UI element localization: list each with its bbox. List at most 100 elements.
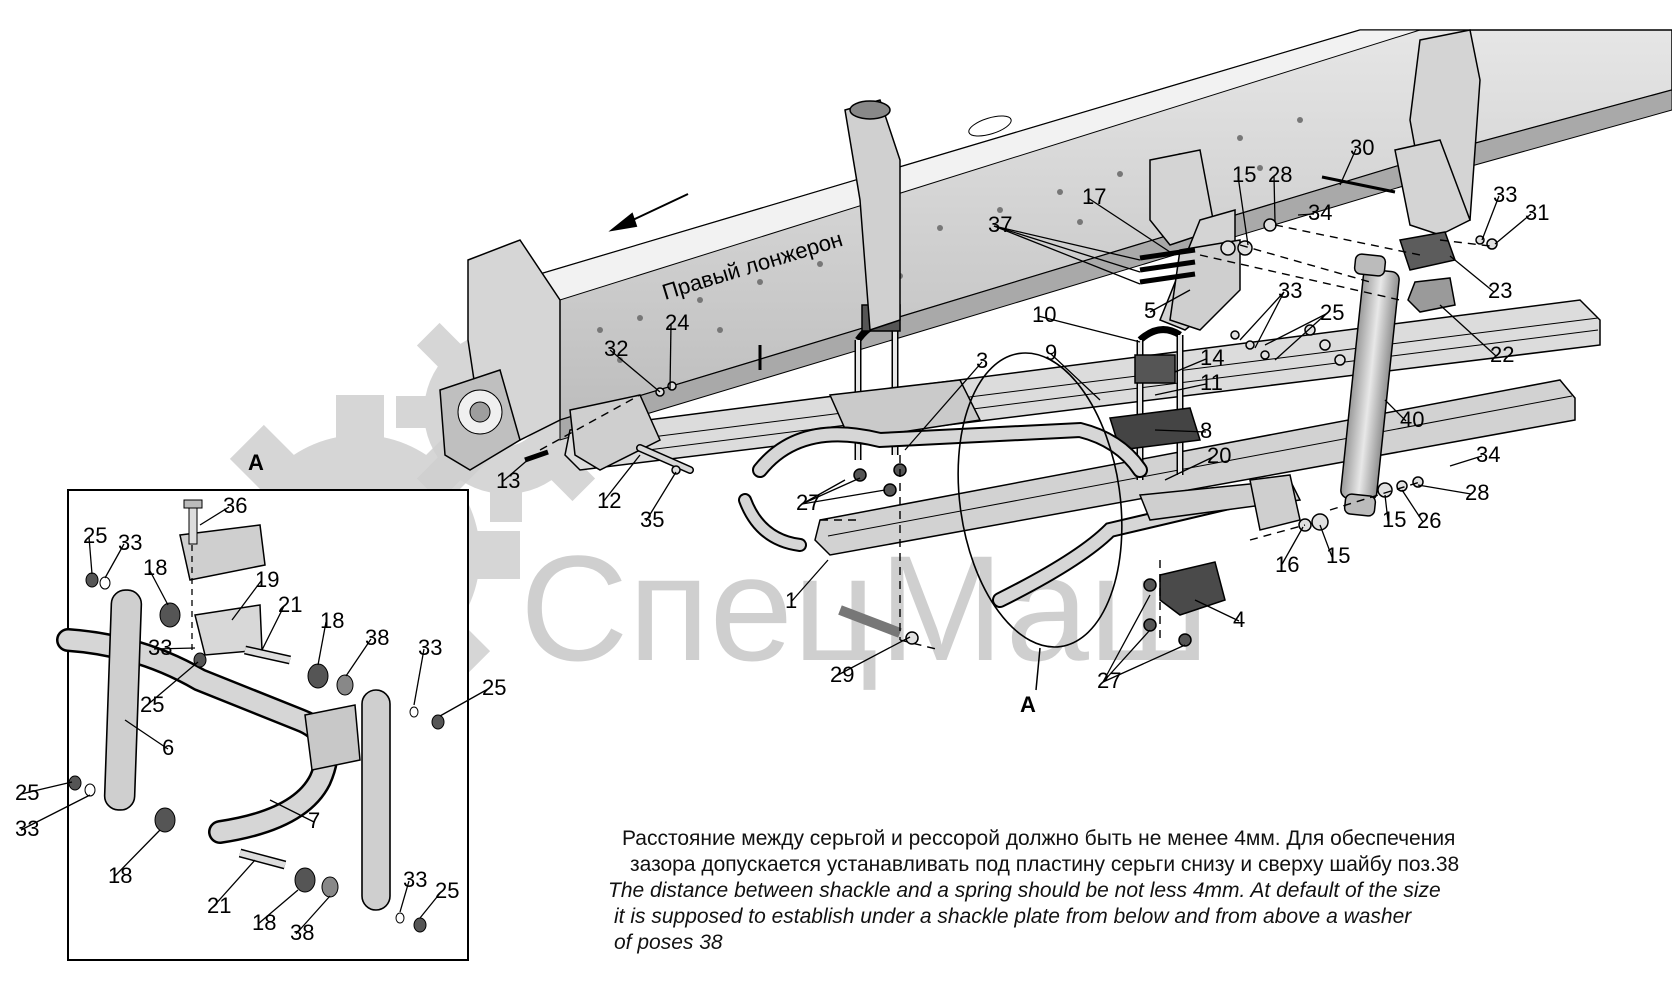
callout-30: 30 xyxy=(1350,135,1374,160)
callout-38: 38 xyxy=(365,625,389,650)
assembly-note: Расстояние между серьгой и рессорой долж… xyxy=(608,826,1668,956)
note-ru-line-1: Расстояние между серьгой и рессорой долж… xyxy=(622,827,1456,850)
callout-leader xyxy=(1280,526,1304,567)
callout-18: 18 xyxy=(108,863,132,888)
callout-leader xyxy=(231,580,262,621)
callout-leader xyxy=(1319,524,1333,558)
view-a-ellipse xyxy=(957,352,1123,648)
callout-33: 33 xyxy=(15,816,39,841)
spring-eye xyxy=(569,394,694,474)
callout-leader xyxy=(1339,148,1357,186)
callout-leader xyxy=(1494,213,1532,245)
callout-leader xyxy=(602,454,641,503)
callout-34: 34 xyxy=(1308,200,1332,225)
callout-3: 3 xyxy=(976,348,988,373)
callout-leader xyxy=(904,361,983,451)
callout-27: 27 xyxy=(796,490,820,515)
direction-arrow-icon xyxy=(608,193,689,232)
callout-12: 12 xyxy=(597,488,621,513)
callout-36: 36 xyxy=(223,493,247,518)
callout-leader xyxy=(1273,175,1276,223)
note-en-line-1: The distance between shackle and a sprin… xyxy=(608,879,1441,902)
callout-40: 40 xyxy=(1400,407,1424,432)
shackle-bracket xyxy=(1138,474,1302,616)
callout-15: 15 xyxy=(1232,162,1256,187)
callout-38: 38 xyxy=(290,920,314,945)
callout-leader xyxy=(669,323,672,391)
callout-leader xyxy=(1164,456,1214,481)
callout-25: 25 xyxy=(83,523,107,548)
callout-leader xyxy=(609,349,661,393)
callout-25: 25 xyxy=(482,675,506,700)
callout-23: 23 xyxy=(1488,278,1512,303)
view-a-label: А xyxy=(1020,692,1036,717)
callout-leader xyxy=(212,859,256,908)
callout-leader xyxy=(1449,455,1483,467)
callout-leader xyxy=(153,647,196,650)
callout-21: 21 xyxy=(278,592,302,617)
callout-28: 28 xyxy=(1268,162,1292,187)
callout-leader xyxy=(1481,195,1500,241)
callout-27: 27 xyxy=(1097,668,1121,693)
callout-14: 14 xyxy=(1200,345,1224,370)
callout-leader xyxy=(413,648,425,706)
callout-25: 25 xyxy=(140,692,164,717)
callout-34: 34 xyxy=(1476,442,1500,467)
callout-leader xyxy=(1274,313,1327,361)
callout-15: 15 xyxy=(1326,543,1350,568)
callout-leader xyxy=(1417,484,1472,495)
callout-leader xyxy=(1154,429,1207,433)
callout-33: 33 xyxy=(1493,182,1517,207)
note-ru-line-2: зазора допускается устанавливать под пла… xyxy=(630,853,1460,876)
callout-leader xyxy=(20,781,73,795)
front-hanger xyxy=(844,99,901,332)
callout-leader xyxy=(1239,291,1285,341)
callout-leader xyxy=(1264,313,1327,346)
callout-33: 33 xyxy=(418,635,442,660)
callout-leader xyxy=(1149,289,1191,313)
callout-16: 16 xyxy=(1275,552,1299,577)
callout-leader xyxy=(1297,213,1315,216)
callout-18: 18 xyxy=(252,910,276,935)
callout-33: 33 xyxy=(403,867,427,892)
callout-25: 25 xyxy=(1320,300,1344,325)
callout-leader xyxy=(1087,197,1171,253)
callout-leader xyxy=(1174,358,1207,373)
callout-33: 33 xyxy=(1278,278,1302,303)
callout-leader xyxy=(1154,383,1207,396)
callout-37: 37 xyxy=(988,212,1012,237)
callout-19: 19 xyxy=(255,567,279,592)
callout-leader xyxy=(1194,599,1240,622)
callout-leader xyxy=(1037,315,1141,343)
callout-33: 33 xyxy=(148,635,172,660)
callout-leader xyxy=(113,829,161,878)
callout-leader xyxy=(1401,489,1424,523)
callout-26: 26 xyxy=(1417,508,1441,533)
callout-5: 5 xyxy=(1144,298,1156,323)
callout-leader xyxy=(199,506,230,526)
callout-leader xyxy=(645,471,677,522)
callout-10: 10 xyxy=(1032,302,1056,327)
inset-a: А xyxy=(56,450,469,961)
front-spring-bracket xyxy=(439,239,561,471)
callout-leader xyxy=(269,799,315,823)
callout-21: 21 xyxy=(207,893,231,918)
callout-leader xyxy=(1102,644,1186,683)
callout-leader xyxy=(317,621,327,666)
callout-leader xyxy=(439,688,489,717)
callout-11: 11 xyxy=(1200,370,1223,395)
callout-13: 13 xyxy=(496,468,520,493)
callout-leader xyxy=(801,477,861,505)
callout-24: 24 xyxy=(665,310,689,335)
callout-leader xyxy=(835,636,911,677)
note-en-line-2: it is supposed to establish under a shac… xyxy=(614,905,1412,928)
callout-leader xyxy=(1384,494,1389,522)
callout-33: 33 xyxy=(118,530,142,555)
callout-7: 7 xyxy=(308,808,320,833)
callout-leader xyxy=(20,794,91,831)
callout-leader xyxy=(104,543,125,579)
callout-leader xyxy=(1449,255,1495,293)
callout-leader xyxy=(1439,304,1497,357)
callout-1: 1 xyxy=(785,588,797,613)
